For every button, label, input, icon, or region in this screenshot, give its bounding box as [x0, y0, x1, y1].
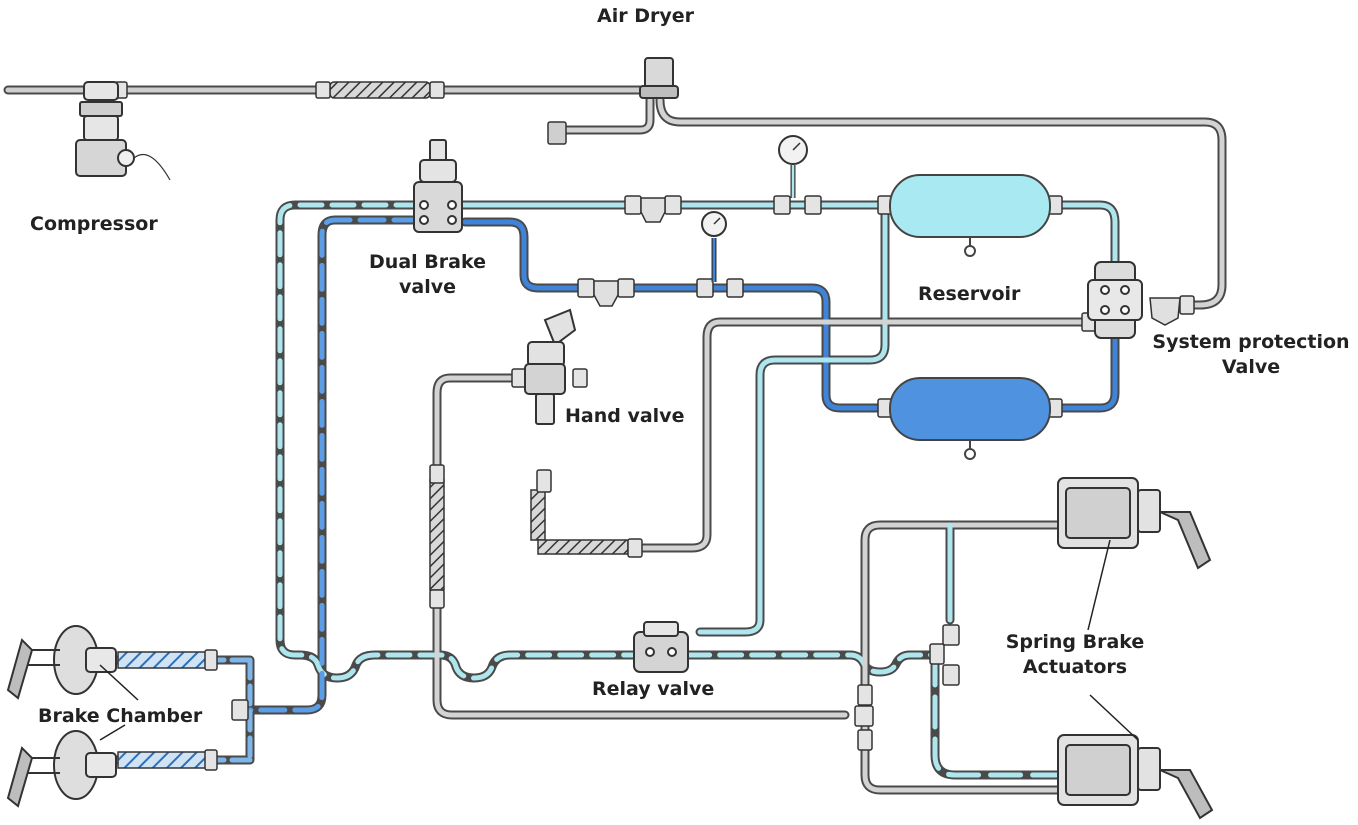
compressor [75, 81, 171, 181]
dual-brake-valve-label: Dual Brake valve [360, 250, 495, 300]
system-protection-valve-label-line1: System protection [1152, 331, 1350, 353]
secondary-to-relay [695, 210, 890, 637]
dual-brake-valve-label-line1: Dual Brake [369, 251, 486, 273]
spring-brake-line-c [860, 720, 1065, 795]
hose-brake-chamber-bottom [117, 751, 209, 769]
pressure-gauge-secondary [778, 135, 808, 198]
dual-brake-valve [413, 139, 463, 233]
leader-lines [99, 539, 1139, 741]
hand-valve-label: Hand valve [565, 405, 685, 427]
hose-relay-control [429, 479, 445, 591]
relay-valve [633, 621, 689, 673]
brake-chamber-top [6, 625, 117, 700]
dryer-drain-line [560, 95, 655, 135]
pressure-gauge-primary [701, 211, 727, 282]
system-protection-valve [1087, 261, 1143, 339]
brake-chamber-label: Brake Chamber [38, 705, 203, 727]
fittings [114, 81, 1195, 771]
system-protection-valve-label: System protection Valve [1146, 330, 1356, 380]
air-dryer-label: Air Dryer [597, 5, 694, 27]
brake-chamber-bottom [6, 730, 117, 808]
spring-brake-actuators-label: Spring Brake Actuators [1000, 630, 1150, 680]
system-protection-valve-label-line2: Valve [1221, 356, 1281, 378]
hose-brake-chamber-top [117, 651, 209, 669]
spring-brake-actuators-label-line1: Spring Brake [1005, 631, 1145, 653]
filters [593, 197, 1181, 326]
primary-reservoir [889, 377, 1051, 460]
dual-brake-valve-label-line2: valve [399, 276, 456, 298]
spring-brake-actuators-label-line2: Actuators [1022, 656, 1128, 678]
spring-brake-actuator-bottom [1057, 734, 1214, 820]
hose-hand-valve-horizontal [537, 539, 629, 555]
hose-compressor-dryer [329, 81, 431, 99]
secondary-reservoir [889, 174, 1051, 257]
spring-brake-actuator-top [1057, 477, 1212, 570]
hand-valve [524, 308, 577, 425]
relay-valve-label: Relay valve [592, 678, 715, 700]
reservoir-label: Reservoir [918, 283, 1021, 305]
spv-to-primary-reservoir [1045, 333, 1120, 413]
air-dryer [547, 57, 679, 145]
compressor-label: Compressor [30, 213, 158, 235]
hose-hand-valve [530, 489, 546, 541]
